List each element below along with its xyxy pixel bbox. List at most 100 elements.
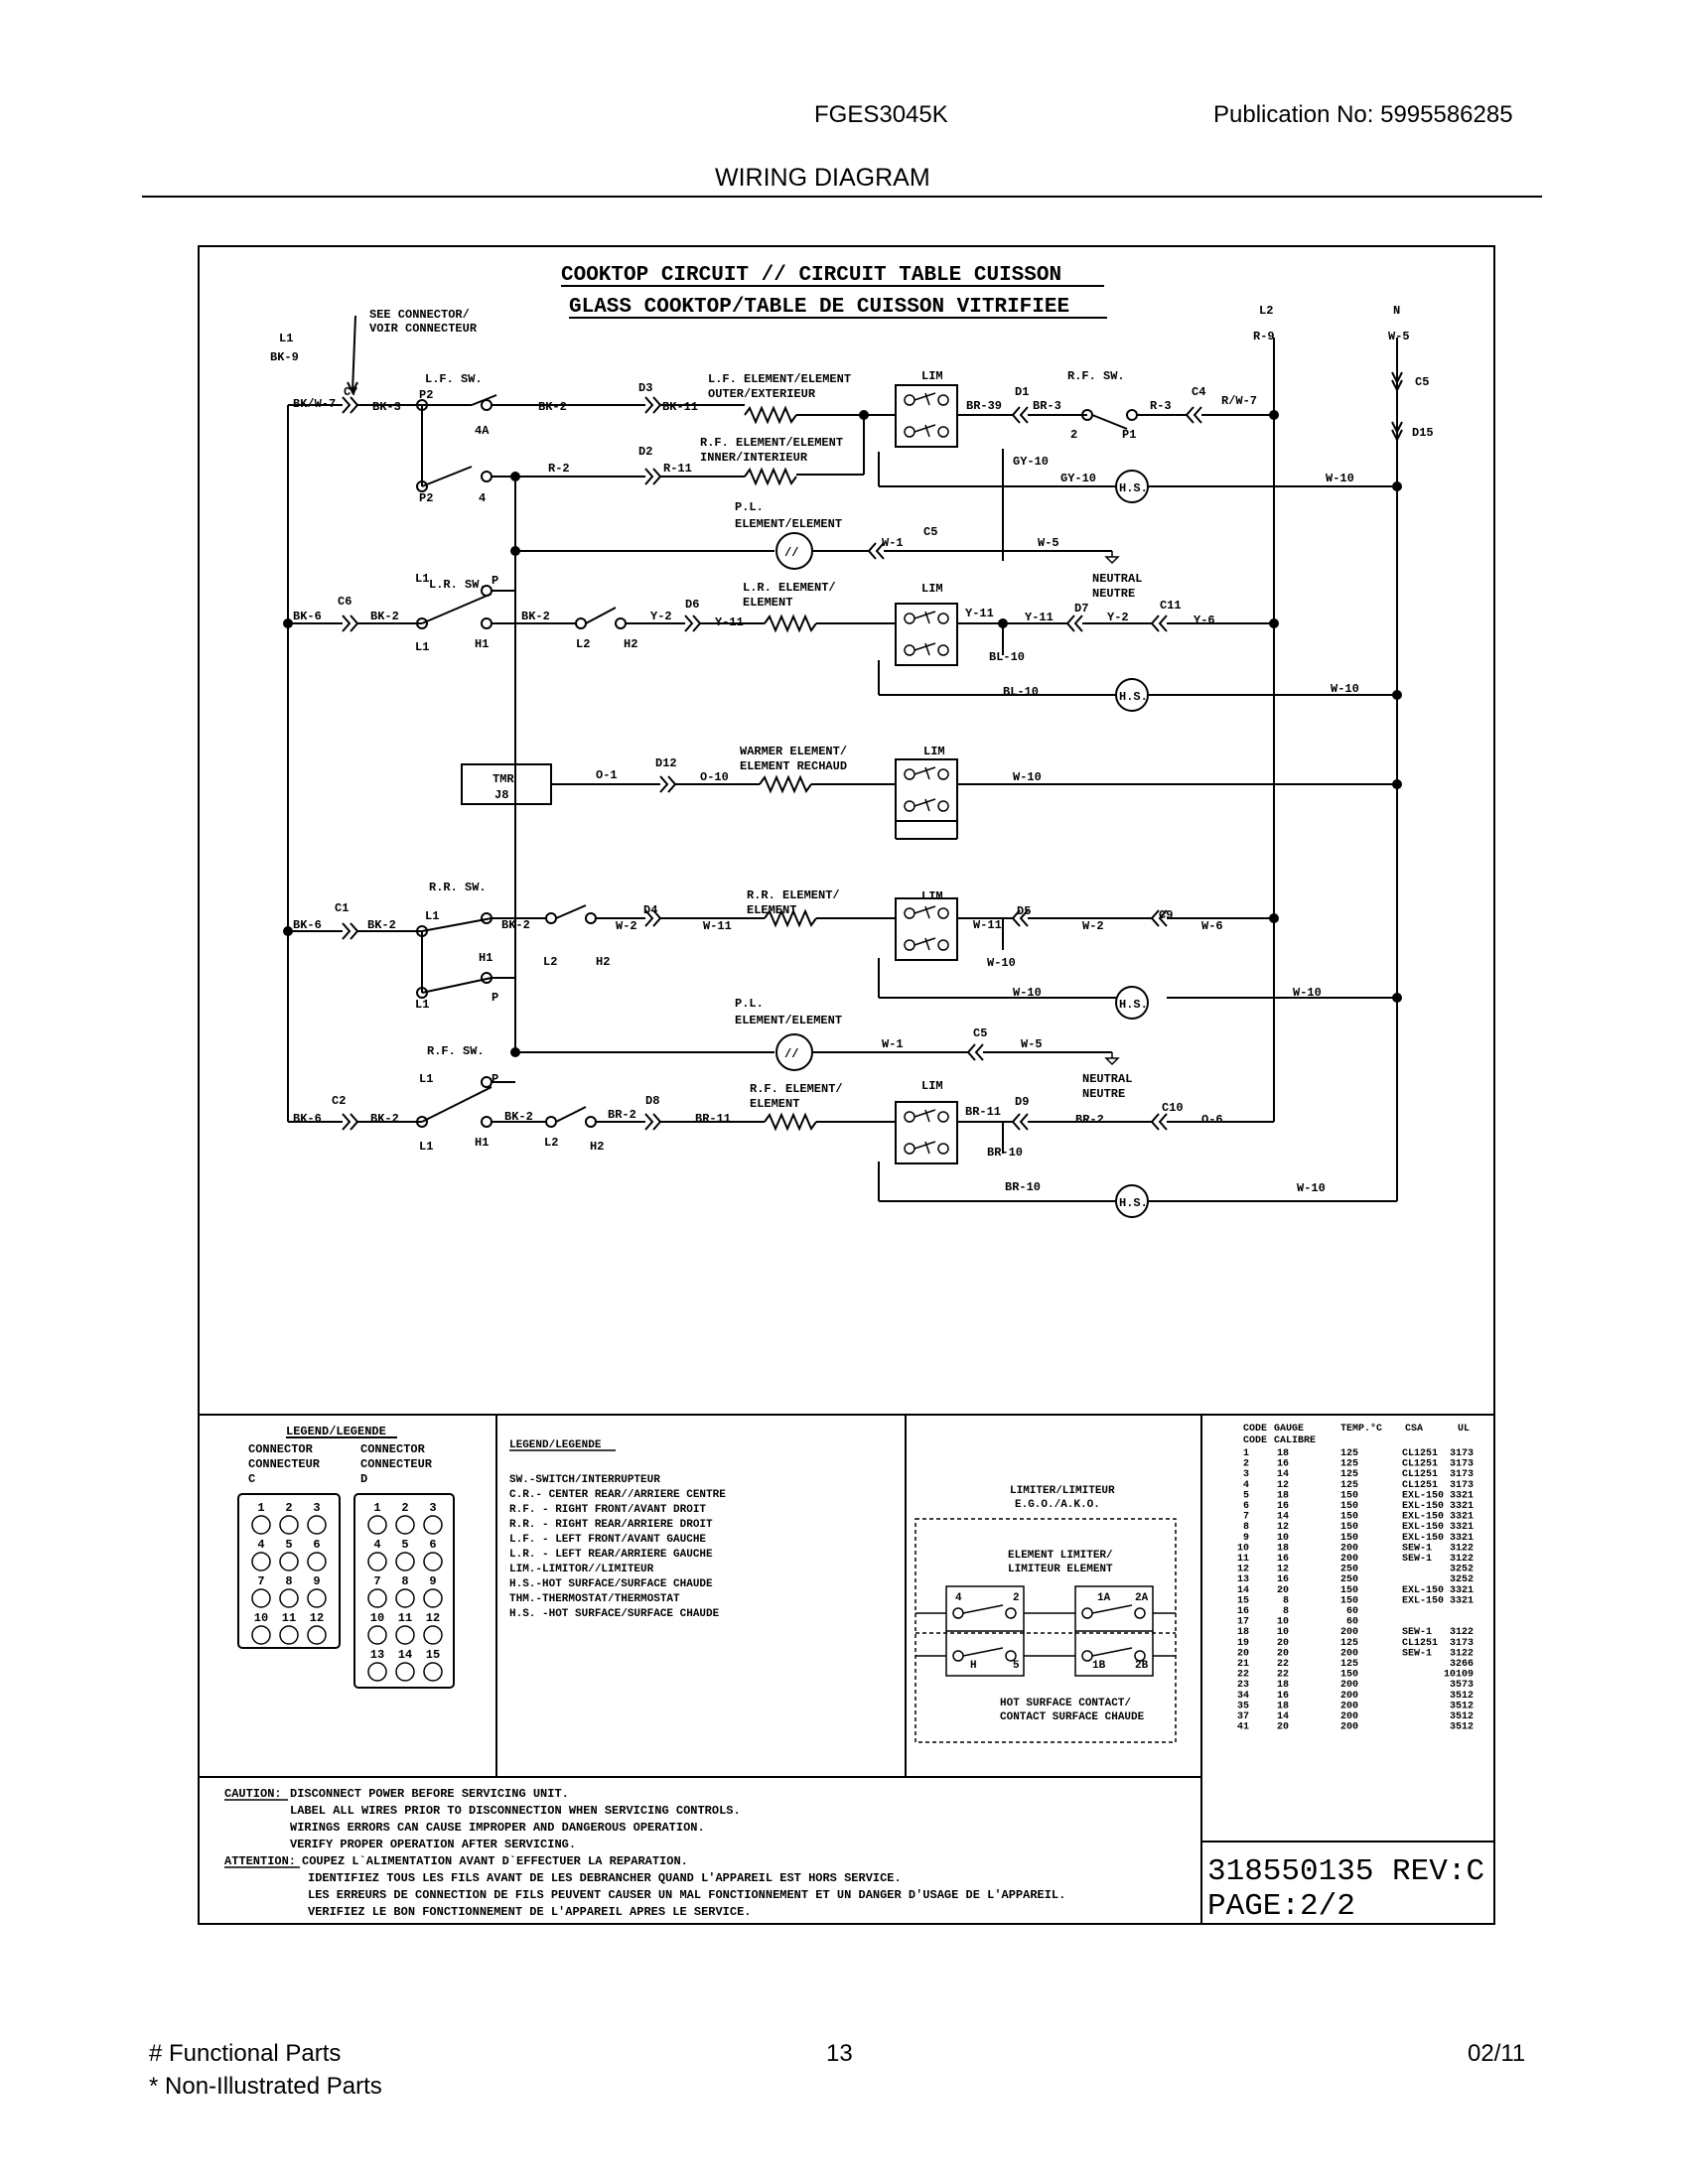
connector-pin-number: 2 — [401, 1501, 408, 1515]
label-warmer-2: ELEMENT RECHAUD — [740, 759, 847, 773]
wire-r3: R-3 — [1150, 399, 1172, 413]
code-table-cell: 20 — [1277, 1585, 1289, 1596]
code-table-cell: 13 — [1237, 1574, 1249, 1585]
code-table-cell: SEW-1 — [1402, 1648, 1432, 1659]
code-table-cell: 3512 — [1450, 1722, 1474, 1733]
connector-pin-number: 6 — [313, 1538, 320, 1552]
connector-pin-number: 7 — [373, 1574, 380, 1588]
code-table-cell: 8 — [1283, 1595, 1289, 1606]
caution-line-1: DISCONNECT POWER BEFORE SERVICING UNIT. — [290, 1787, 569, 1801]
caution-line-4: VERIFY PROPER OPERATION AFTER SERVICING. — [290, 1838, 576, 1851]
wire-d8: D8 — [645, 1094, 659, 1108]
legend-abbr-line-0: SW.-SWITCH/INTERRUPTEUR — [509, 1474, 660, 1486]
label-c5-top: C5 — [1415, 375, 1429, 389]
code-table-cell: 22 — [1277, 1659, 1289, 1670]
label-lim-1: LIM — [921, 369, 943, 383]
label-rf-elem-1: R.F. ELEMENT/ — [750, 1082, 843, 1096]
connector-pin — [279, 1515, 299, 1535]
code-table-cell: 20 — [1277, 1722, 1289, 1733]
label-warmer-1: WARMER ELEMENT/ — [740, 745, 847, 758]
code-table-cell: 16 — [1277, 1459, 1289, 1470]
code-table-cell: 12 — [1237, 1565, 1249, 1575]
connector-pin — [395, 1515, 415, 1535]
connector-pin-number: 1 — [257, 1501, 264, 1515]
code-table-header: CSA — [1405, 1424, 1423, 1434]
code-table-cell: 200 — [1340, 1627, 1358, 1638]
limiter-term-2: 2 — [1013, 1592, 1020, 1604]
code-table-cell: 3252 — [1450, 1574, 1474, 1585]
code-table-cell: 18 — [1277, 1543, 1289, 1554]
voir-connecteur: VOIR CONNECTEUR — [369, 322, 478, 336]
limiter-hs-2: CONTACT SURFACE CHAUDE — [1000, 1711, 1145, 1723]
wire-l1-rf: L1 — [419, 1072, 433, 1086]
label-lf-elem-1: L.F. ELEMENT/ELEMENT — [708, 372, 851, 386]
wire-p-lr: P — [492, 574, 498, 588]
connector-pin-number: 12 — [310, 1611, 324, 1625]
connector-pin — [367, 1552, 387, 1571]
limiter-title-2: E.G.O./A.K.O. — [1015, 1499, 1100, 1511]
conn-c-head-3: C — [248, 1472, 255, 1486]
code-table-cell: 125 — [1340, 1659, 1358, 1670]
page-number: 13 — [826, 2040, 853, 2067]
legend-abbr-line-8: THM.-THERMOSTAT/THERMOSTAT — [509, 1593, 680, 1605]
code-table-cell: 150 — [1340, 1585, 1358, 1596]
code-table-cell: 125 — [1340, 1459, 1358, 1470]
code-table-cell: 150 — [1340, 1670, 1358, 1681]
wire-l1-rr: L1 — [425, 909, 439, 923]
wire-d4: D4 — [643, 903, 657, 917]
label-r9: R-9 — [1253, 330, 1275, 343]
label-lim-5: LIM — [921, 1079, 943, 1093]
wire-w10-1: W-10 — [1326, 472, 1354, 485]
code-table-cell: 21 — [1237, 1659, 1249, 1670]
code-table-cell: 200 — [1340, 1543, 1358, 1554]
connector-pin-number: 15 — [426, 1648, 440, 1662]
code-table-cell: CL1251 — [1402, 1480, 1438, 1491]
connector-pin — [251, 1552, 271, 1571]
code-table-cell: 14 — [1277, 1469, 1289, 1480]
wire-l1-rr-b: L1 — [415, 998, 429, 1012]
code-table-cell: EXL-150 — [1402, 1585, 1444, 1596]
limiter-term-1b: 1B — [1092, 1660, 1106, 1672]
code-table-cell: 12 — [1277, 1522, 1289, 1533]
limiter-elem-1: ELEMENT LIMITER/ — [1008, 1550, 1113, 1562]
connector-pin-number: 11 — [282, 1611, 296, 1625]
code-table-cell: 3321 — [1450, 1490, 1474, 1501]
code-table-cell: 16 — [1277, 1574, 1289, 1585]
code-table-cell: 16 — [1237, 1606, 1249, 1617]
label-hs-4: H.S. — [1119, 1196, 1148, 1210]
connector-pin — [251, 1588, 271, 1608]
connector-pin — [423, 1588, 443, 1608]
limiter-term-5: 5 — [1013, 1660, 1020, 1672]
label-rf-sw-top: R.F. SW. — [1067, 369, 1125, 383]
wire-c7: C7 — [344, 385, 357, 399]
connector-pin — [423, 1662, 443, 1682]
connector-pin — [367, 1625, 387, 1645]
code-table-cell: 14 — [1237, 1585, 1249, 1596]
label-d15: D15 — [1412, 426, 1434, 440]
code-table-cell: EXL-150 — [1402, 1501, 1444, 1512]
connector-pin — [423, 1625, 443, 1645]
label-n: N — [1393, 304, 1400, 318]
wire-d6: D6 — [685, 598, 699, 612]
legend-conn-title: LEGEND/LEGENDE — [286, 1425, 386, 1438]
code-table-cell: 9 — [1243, 1533, 1249, 1544]
wire-bk2-lr: BK-2 — [370, 610, 399, 623]
label-lr-sw: L.R. SW. — [429, 578, 487, 592]
code-table-cell: EXL-150 — [1402, 1490, 1444, 1501]
wire-w10-rr: W-10 — [987, 956, 1016, 970]
wire-br11-rf2: BR-11 — [965, 1105, 1001, 1119]
label-lr-elem-1: L.R. ELEMENT/ — [743, 581, 836, 595]
model-number: FGES3045K — [814, 101, 948, 128]
wire-br11-rf: BR-11 — [695, 1112, 731, 1126]
code-table-cell: 34 — [1237, 1691, 1249, 1702]
conn-c-head-2: CONNECTEUR — [248, 1457, 321, 1471]
wire-bk2-rf2: BK-2 — [504, 1110, 533, 1124]
wire-c5-mid: C5 — [923, 525, 937, 539]
wire-br2-rf: BR-2 — [608, 1108, 636, 1122]
label-rf-sw: R.F. SW. — [427, 1044, 485, 1058]
legend-abbr-title: LEGEND/LEGENDE — [509, 1439, 602, 1451]
wire-d1: D1 — [1015, 385, 1029, 399]
wire-d7: D7 — [1074, 602, 1088, 615]
code-table-cell: 11 — [1237, 1554, 1249, 1565]
